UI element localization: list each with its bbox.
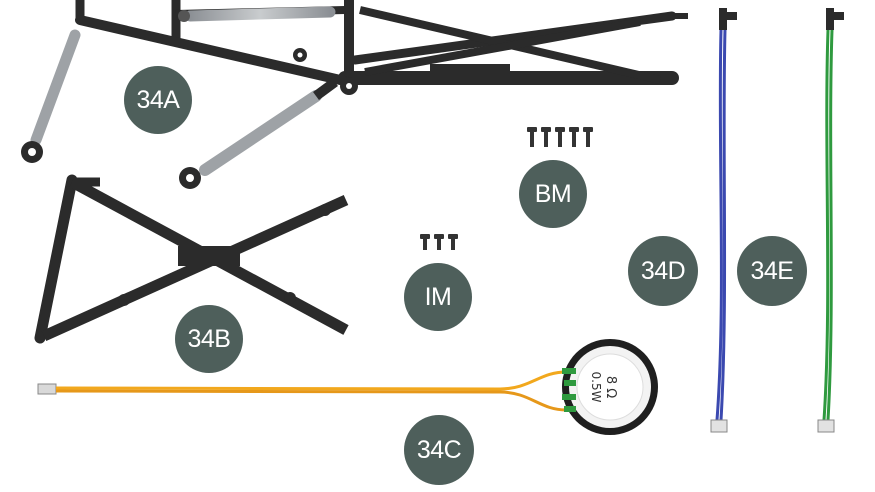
speaker-power: 0.5W [589,372,603,403]
label-34a: 34A [124,66,192,134]
cable-34e [817,8,844,433]
label-34b: 34B [175,305,243,373]
cable-34d [710,8,737,433]
frame-34a [21,0,688,189]
label-34e: 34E [737,236,807,306]
speaker-impedance: 8 Ω [603,376,618,398]
speaker-34c: 8 Ω 0.5W [37,339,658,435]
screw-icon [527,127,537,147]
screw-icon [448,234,458,250]
frame-34b [34,174,349,344]
screw-icon [420,234,430,250]
screw-icon [569,127,579,147]
label-34d: 34D [628,236,698,306]
screw-icon [541,127,551,147]
bm-screws [527,127,593,147]
screw-icon [583,127,593,147]
label-im: IM [404,263,472,331]
label-bm: BM [519,160,587,228]
screw-icon [434,234,444,250]
label-34c: 34C [404,415,474,485]
im-screws [420,234,458,250]
screw-icon [555,127,565,147]
